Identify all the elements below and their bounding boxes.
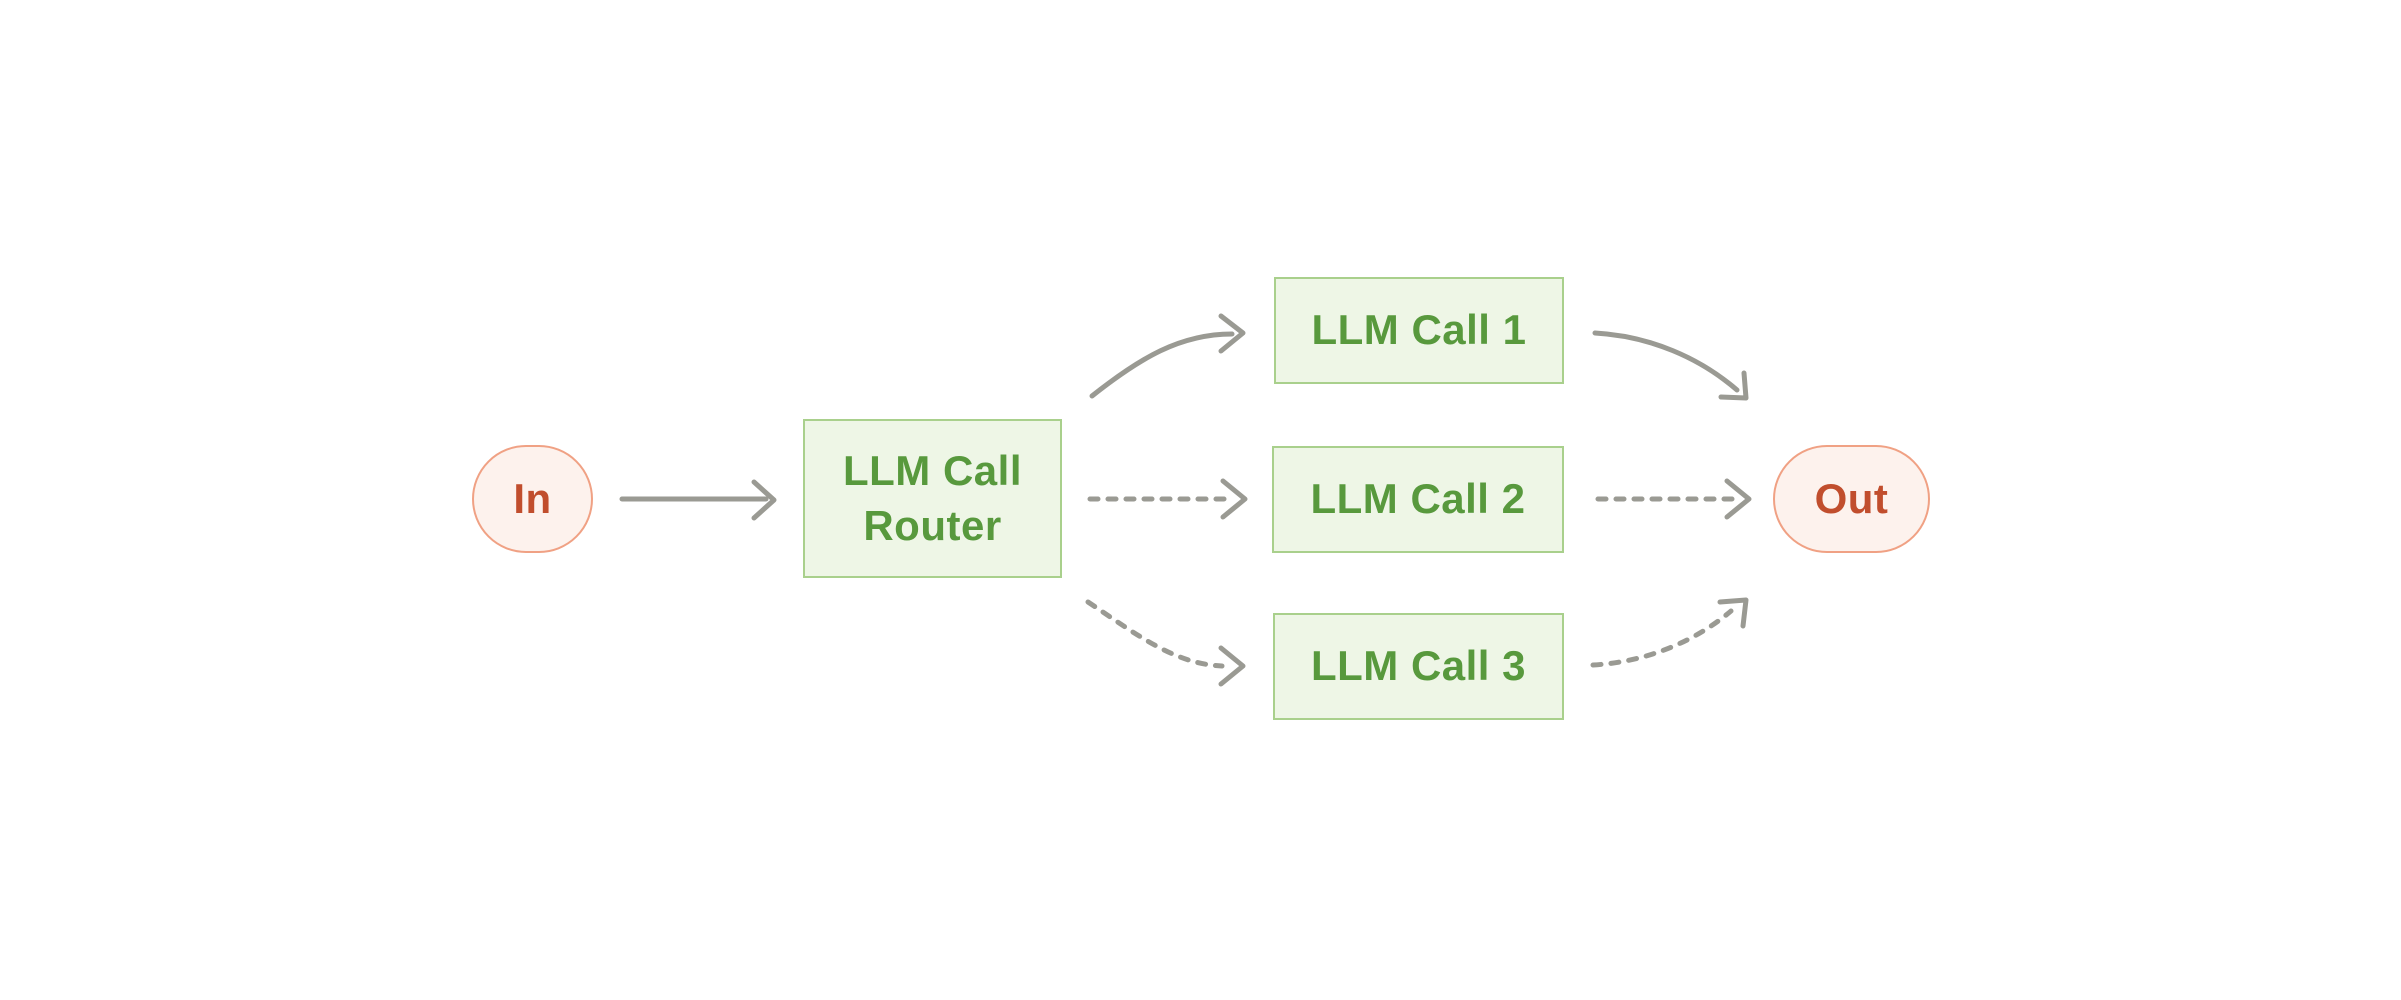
edge-router-call1-arrowhead-icon	[1218, 313, 1246, 354]
node-llm-call-router-label: LLM Call Router	[843, 446, 1022, 549]
node-llm-call-3: LLM Call 3	[1273, 613, 1564, 720]
edge-call1-out-arrowhead-icon	[1718, 370, 1749, 401]
edge-in-router-arrowhead-icon	[751, 479, 777, 521]
node-llm-call-1: LLM Call 1	[1274, 277, 1564, 384]
node-in: In	[472, 445, 593, 553]
edge-in-router	[619, 479, 777, 521]
edge-router-call1-line	[1089, 331, 1235, 399]
node-llm-call-2: LLM Call 2	[1272, 446, 1564, 553]
node-llm-call-router: LLM Call Router	[803, 419, 1062, 578]
edge-call2-out	[1595, 478, 1752, 520]
node-llm-call-2-label: LLM Call 2	[1310, 475, 1526, 523]
edge-call1-out-line	[1592, 330, 1740, 393]
edge-call1-out	[1592, 330, 1749, 401]
edge-call3-out-arrowhead-icon	[1717, 597, 1749, 629]
node-llm-call-3-label: LLM Call 3	[1310, 642, 1527, 690]
node-out: Out	[1773, 445, 1930, 553]
edge-router-call2	[1087, 478, 1248, 520]
node-in-label: In	[513, 474, 552, 522]
node-llm-call-1-label: LLM Call 1	[1311, 306, 1527, 354]
edge-router-call3	[1085, 599, 1246, 687]
edge-call3-out-line	[1590, 608, 1734, 668]
edge-call2-out-arrowhead-icon	[1724, 478, 1752, 520]
edge-router-call3-arrowhead-icon	[1218, 645, 1246, 687]
edge-router-call2-arrowhead-icon	[1220, 478, 1248, 520]
edge-router-call3-line	[1085, 599, 1225, 669]
edge-call3-out	[1590, 597, 1749, 668]
node-out-label: Out	[1814, 474, 1889, 522]
edge-router-call1	[1089, 313, 1246, 399]
